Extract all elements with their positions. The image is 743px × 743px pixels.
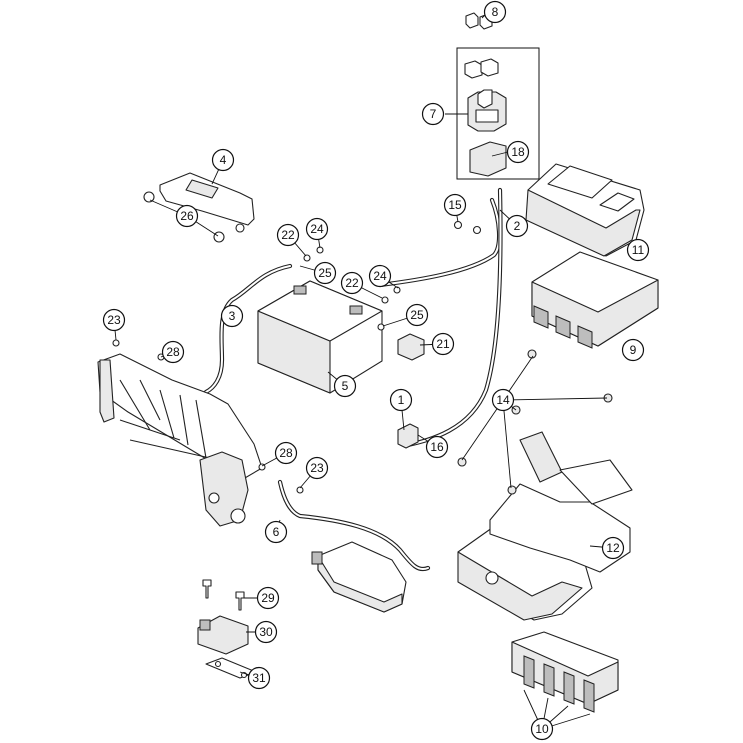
callout-22a-label: 22 <box>281 228 295 242</box>
callout-14-label: 14 <box>496 393 510 407</box>
callout-3: 3 <box>220 304 244 328</box>
callout-16: 16 <box>425 435 449 459</box>
callout-2-label: 2 <box>514 219 521 233</box>
part-fuse-box <box>511 631 619 713</box>
callout-15: 15 <box>443 193 467 217</box>
cable-3 <box>203 263 293 395</box>
callout-24b: 24 <box>368 264 392 288</box>
callout-8-label: 8 <box>492 5 499 19</box>
callout-22a: 22 <box>276 223 300 247</box>
callout-25b: 25 <box>405 303 429 327</box>
callout-18: 18 <box>506 140 530 164</box>
cable-16 <box>397 423 419 449</box>
callout-7: 7 <box>421 102 445 126</box>
callout-14: 14 <box>491 388 515 412</box>
callout-23a: 23 <box>102 308 126 332</box>
relay-group-frame <box>456 47 540 180</box>
callout-25a: 25 <box>313 261 337 285</box>
callout-9-label: 9 <box>630 343 637 357</box>
callout-23b-label: 23 <box>310 461 324 475</box>
part-control-unit <box>531 251 659 349</box>
cable-6 <box>277 479 431 572</box>
callout-12-label: 12 <box>606 541 620 555</box>
callout-31-label: 31 <box>252 671 266 685</box>
callout-5: 5 <box>333 374 357 398</box>
callout-1-label: 1 <box>398 393 405 407</box>
part-relay-caps <box>464 58 499 79</box>
part-relay-holder <box>467 89 507 132</box>
part-starter-relay <box>397 333 425 361</box>
callout-28a-label: 28 <box>166 345 180 359</box>
callout-25b-label: 25 <box>410 308 424 322</box>
callout-2: 2 <box>505 214 529 238</box>
part-battery <box>257 280 383 394</box>
callout-24a-label: 24 <box>310 222 324 236</box>
callout-28b-label: 28 <box>279 446 293 460</box>
part-starter-motor <box>311 541 407 613</box>
part-electronics-box <box>457 431 633 621</box>
callout-1: 1 <box>389 388 413 412</box>
part-frame <box>97 353 263 527</box>
callout-30-label: 30 <box>259 625 273 639</box>
callout-10: 10 <box>530 717 554 741</box>
callout-25a-label: 25 <box>318 266 332 280</box>
part-bracket <box>143 172 255 243</box>
callout-6: 6 <box>264 520 288 544</box>
part-relay-cover <box>469 141 507 177</box>
callout-22b-label: 22 <box>345 276 359 290</box>
callout-11: 11 <box>626 238 650 262</box>
callouts: 8 7 18 4 26 15 2 11 22 24 25 22 24 25 21… <box>102 0 650 741</box>
part-tilt-sensor <box>197 615 249 655</box>
callout-30: 30 <box>254 620 278 644</box>
callout-24a: 24 <box>305 217 329 241</box>
callout-5-label: 5 <box>342 379 349 393</box>
callout-3-label: 3 <box>229 309 236 323</box>
callout-29: 29 <box>256 586 280 610</box>
callout-4-label: 4 <box>220 153 227 167</box>
callout-31: 31 <box>247 666 271 690</box>
callout-21: 21 <box>431 332 455 356</box>
callout-16-label: 16 <box>430 440 444 454</box>
callout-6-label: 6 <box>273 525 280 539</box>
cable-2 <box>377 197 502 288</box>
callout-7-label: 7 <box>430 107 437 121</box>
callout-10-label: 10 <box>535 722 549 736</box>
callout-21-label: 21 <box>436 337 450 351</box>
callout-24b-label: 24 <box>373 269 387 283</box>
callout-18-label: 18 <box>511 145 525 159</box>
callout-22b: 22 <box>340 271 364 295</box>
callout-28b: 28 <box>274 441 298 465</box>
callout-8: 8 <box>483 0 507 24</box>
callout-15-label: 15 <box>448 198 462 212</box>
callout-11-label: 11 <box>632 243 645 257</box>
callout-4: 4 <box>211 148 235 172</box>
callout-26: 26 <box>175 204 199 228</box>
callout-29-label: 29 <box>261 591 275 605</box>
callout-28a: 28 <box>161 340 185 364</box>
callout-9: 9 <box>621 338 645 362</box>
part-ecu <box>525 163 645 257</box>
callout-26-label: 26 <box>180 209 194 223</box>
callout-23b: 23 <box>305 456 329 480</box>
callout-23a-label: 23 <box>107 313 121 327</box>
part-screws <box>202 579 245 611</box>
callout-12: 12 <box>601 536 625 560</box>
